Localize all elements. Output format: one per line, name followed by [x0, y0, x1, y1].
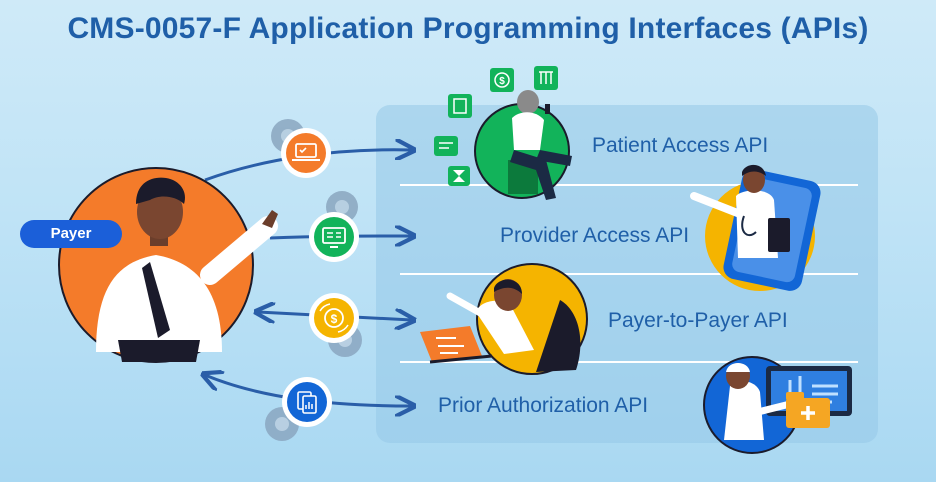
checklist-laptop-icon [281, 128, 331, 178]
page-title: CMS-0057-F Application Programming Inter… [67, 12, 869, 45]
patient-access-api-label: Patient Access API [592, 134, 769, 157]
divider-2 [400, 273, 858, 275]
records-monitor-icon [309, 212, 359, 262]
divider-3 [400, 361, 858, 363]
patient-illustration [474, 90, 572, 200]
receipt-icon [448, 94, 472, 118]
coin-exchange-icon: $ [309, 293, 359, 343]
payer-badge: Payer [20, 220, 122, 248]
chat-icon [434, 136, 458, 156]
doctor-folder-illustration [703, 356, 852, 454]
doctor-phone-illustration [690, 164, 821, 291]
svg-text:$: $ [499, 76, 505, 87]
payer-to-payer-api-label: Payer-to-Payer API [608, 309, 788, 332]
payer-avatar [58, 167, 278, 363]
dollar-icon: $ [490, 68, 514, 92]
divider-1 [400, 184, 858, 186]
prior-authorization-api-label: Prior Authorization API [438, 394, 649, 417]
hourglass-icon [448, 166, 470, 186]
documents-chart-icon [282, 377, 332, 427]
svg-text:$: $ [331, 312, 338, 326]
test-tubes-icon [534, 66, 558, 90]
laptop-worker-illustration [420, 263, 588, 375]
provider-access-api-label: Provider Access API [500, 224, 690, 247]
